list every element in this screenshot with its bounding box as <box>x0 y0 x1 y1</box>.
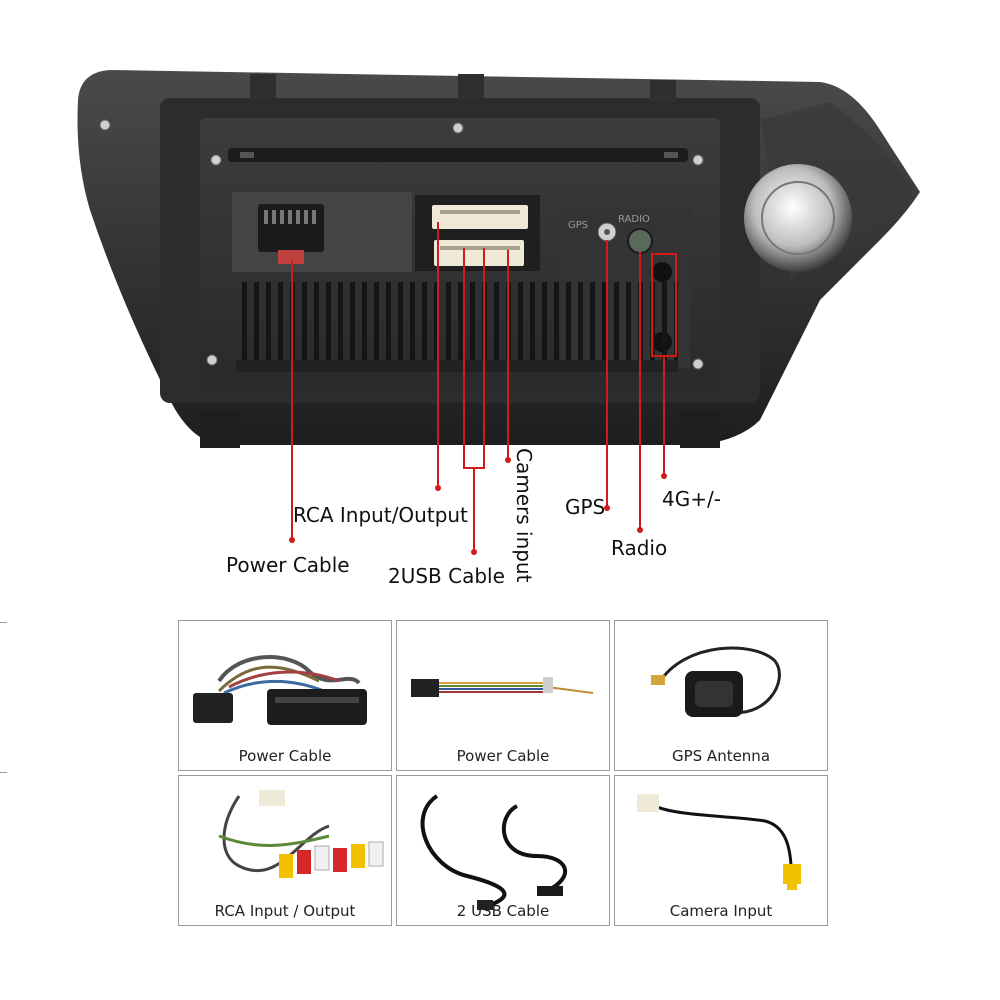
ribbon-cable-image <box>411 677 594 697</box>
volume-knob <box>744 164 852 272</box>
side-tick <box>0 772 7 773</box>
lte-port-plus <box>652 262 672 282</box>
top-rail <box>228 148 688 162</box>
accessory-caption: 2 USB Cable <box>456 902 550 920</box>
rca-cable-image <box>218 790 384 878</box>
accessory-card: Power Cable <box>178 620 392 771</box>
accessory-caption: Power Cable <box>456 747 550 765</box>
callout-lines <box>291 222 677 552</box>
callout-camera: Camers input <box>512 448 536 583</box>
accessory-card: RCA Input / Output <box>178 775 392 926</box>
accessory-card: GPS Antenna <box>614 620 828 771</box>
callout-dots <box>289 457 667 555</box>
accessory-card: Camera Input <box>614 775 828 926</box>
callout-rca: RCA Input/Output <box>293 503 468 527</box>
accessory-caption: RCA Input / Output <box>214 902 356 920</box>
accessory-caption: Power Cable <box>238 747 332 765</box>
power-connector-red-pins <box>278 250 304 264</box>
accessory-card: 2 USB Cable <box>396 775 610 926</box>
gps-antenna-image <box>651 646 781 717</box>
stereo-back-panel-photo: GPS RADIO <box>77 70 920 555</box>
camera-input-image <box>637 794 801 890</box>
callout-radio: Radio <box>611 536 668 560</box>
panel-radio-text: RADIO <box>618 214 650 225</box>
vent-grille <box>236 282 678 362</box>
accessory-caption: GPS Antenna <box>671 747 771 765</box>
usb-connector <box>434 240 524 266</box>
rca-connector <box>432 205 528 229</box>
panel-gps-text: GPS <box>568 220 588 231</box>
screws <box>99 119 704 370</box>
callout-power-cable: Power Cable <box>226 553 350 577</box>
radio-port <box>627 228 653 254</box>
accessories-grid: Power Cable Power Cable GPS Antenna <box>178 620 828 926</box>
accessory-card: Power Cable <box>396 620 610 771</box>
callout-gps: GPS <box>565 495 606 519</box>
usb-cable-image <box>420 794 568 910</box>
callout-usb: 2USB Cable <box>388 564 505 588</box>
power-connector-pins <box>264 210 316 224</box>
callout-4g: 4G+/- <box>662 487 721 511</box>
accessory-caption: Camera Input <box>669 902 773 920</box>
side-tick <box>0 622 7 623</box>
power-harness-image <box>193 655 367 725</box>
